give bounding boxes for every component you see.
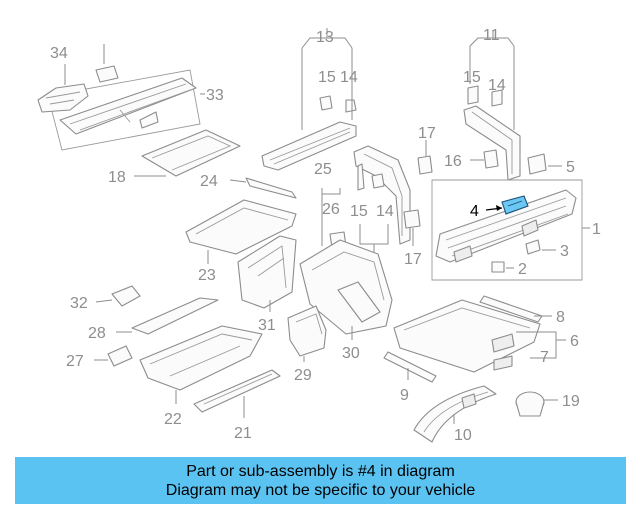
part-26-side-liner: 30 <box>299 239 393 362</box>
part-10-wheelhouse: 10 <box>413 385 497 444</box>
callout-27[interactable]: 31 <box>258 317 276 334</box>
callout-14-a[interactable]: 14 <box>340 69 358 86</box>
part-16-clip: 16 <box>444 149 499 170</box>
banner-line-part: Part or sub-assembly is #4 in diagram <box>186 462 455 480</box>
callout-31[interactable]: 28 <box>88 325 106 342</box>
callout-15-a[interactable]: 15 <box>318 69 336 86</box>
part-6-floor-panel: 6 7 <box>393 299 579 373</box>
callout-15-b[interactable]: 15 <box>463 69 481 86</box>
callout-24[interactable]: 26 <box>322 201 340 218</box>
callout-15-c[interactable]: 15 <box>350 203 368 220</box>
part-33-34-module <box>37 65 119 113</box>
part-22-strip: 24 <box>200 173 297 199</box>
callout-4[interactable]: 4 <box>470 203 479 220</box>
part-20-bar: 21 <box>193 369 281 442</box>
callout-21[interactable]: 23 <box>198 267 216 284</box>
parts-diagram: 33 34 18 13 15 14 11 15 14 <box>37 27 601 444</box>
part-30-bracket: 27 <box>66 345 133 370</box>
part-8-strip: 8 <box>479 295 565 326</box>
callout-28[interactable]: 32 <box>70 295 88 312</box>
part-group-32-box: 33 34 <box>37 44 224 151</box>
part-17-clip-b: 17 <box>403 209 422 268</box>
info-banner: Part or sub-assembly is #4 in diagram Di… <box>15 457 626 504</box>
callout-14-b[interactable]: 14 <box>488 77 506 94</box>
callout-7[interactable]: 7 <box>540 349 549 366</box>
part-3-clip: 3 <box>525 239 569 260</box>
callout-18[interactable]: 18 <box>108 169 126 186</box>
callout-33[interactable]: 34 <box>50 45 68 62</box>
callout-32[interactable]: 33 <box>206 87 224 104</box>
callout-17-a[interactable]: 17 <box>418 125 436 142</box>
part-13-sill-trim: 13 15 14 <box>261 28 358 171</box>
part-11-pillar-trim: 11 15 14 <box>463 27 521 181</box>
part-2-fastener: 2 <box>491 261 527 278</box>
callout-23[interactable]: 25 <box>314 161 332 178</box>
part-29-liner: 22 <box>139 325 263 428</box>
part-1-rear-panel <box>435 189 577 263</box>
callout-1[interactable]: 1 <box>592 221 601 238</box>
part-32-cover <box>59 77 197 135</box>
part-4-highlighted[interactable]: 4 <box>470 195 529 220</box>
callout-6[interactable]: 6 <box>570 333 579 350</box>
part-21-floor-tray: 23 <box>185 199 297 284</box>
callout-22[interactable]: 24 <box>200 173 218 190</box>
callout-13[interactable]: 13 <box>316 29 334 46</box>
part-27-side-trim: 31 <box>237 235 297 334</box>
callout-9[interactable]: 9 <box>400 387 409 404</box>
part-18-shelf: 18 <box>108 129 241 186</box>
callout-19[interactable]: 19 <box>562 393 580 410</box>
part-25-bracket: 29 <box>287 305 327 384</box>
callout-11[interactable]: 11 <box>483 27 500 44</box>
callout-17-b[interactable]: 17 <box>404 251 422 268</box>
part-5-cover: 5 <box>527 153 575 176</box>
banner-line-disclaimer: Diagram may not be specific to your vehi… <box>165 481 476 499</box>
callout-10[interactable]: 10 <box>454 427 472 444</box>
callout-29[interactable]: 22 <box>164 411 182 428</box>
callout-14-c[interactable]: 14 <box>376 203 394 220</box>
part-group-1-box: 1 4 3 2 <box>431 179 601 281</box>
part-23-24-clip: 25 26 <box>314 161 347 249</box>
callout-25[interactable]: 29 <box>294 367 312 384</box>
part-19-knob: 19 <box>515 391 580 417</box>
part-9-strip: 9 <box>383 351 437 404</box>
callout-2[interactable]: 2 <box>518 261 527 278</box>
callout-26[interactable]: 30 <box>342 345 360 362</box>
callout-3[interactable]: 3 <box>560 243 569 260</box>
callout-8[interactable]: 8 <box>556 309 565 326</box>
part-17-clip-a: 17 <box>417 125 436 175</box>
part-28-box: 32 <box>70 285 141 312</box>
callout-5[interactable]: 5 <box>566 159 575 176</box>
part-31-mat: 28 <box>88 297 219 342</box>
callout-30[interactable]: 27 <box>66 353 84 370</box>
callout-20[interactable]: 21 <box>234 425 252 442</box>
callout-16[interactable]: 16 <box>444 153 462 170</box>
